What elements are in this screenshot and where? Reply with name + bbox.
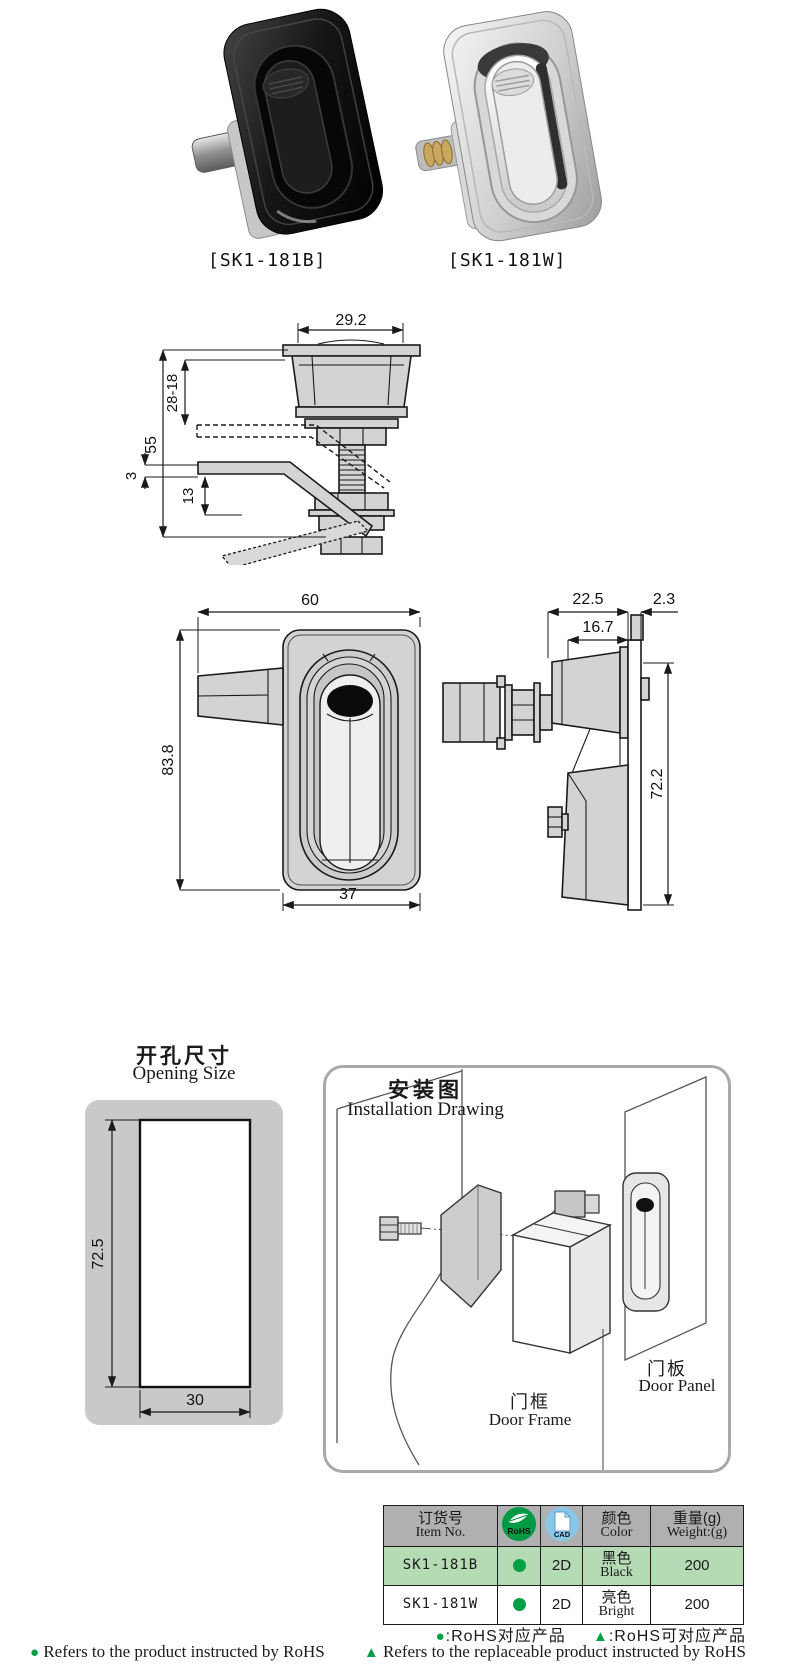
bright-latch-graphic <box>415 11 602 242</box>
dim-profile-height: 72.2 <box>649 768 666 799</box>
dim-body-width: 37 <box>339 886 357 903</box>
opening-size-title-en: Opening Size <box>132 1063 236 1084</box>
rohs-dot-icon: ● <box>30 1644 40 1661</box>
opening-size-title-zh: 开孔尺寸 <box>136 1045 232 1068</box>
item-number: SK1-181W <box>383 1584 498 1625</box>
legend-tri-en-wrap: ▲ Refers to the replaceable product inst… <box>364 1642 746 1662</box>
door-panel-label-zh: 门板 <box>647 1359 687 1379</box>
dim-inner-depth: 16.7 <box>582 619 613 636</box>
cam-plate-graphic <box>440 1184 502 1309</box>
legend-tri-zh: :RoHS可对应产品 <box>608 1628 746 1645</box>
drawing-side-assembly: 29.2 55 28-18 3 13 <box>123 312 421 565</box>
cad-availability: 2D <box>540 1545 583 1586</box>
legend-tri-en: Refers to the replaceable product instru… <box>382 1642 746 1661</box>
product-photo-bright-latch <box>415 11 602 242</box>
opening-size-drawing: 72.5 30 <box>90 1118 252 1418</box>
rohs-triangle-icon: ▲ <box>363 1644 379 1661</box>
rohs-dot-icon <box>512 1559 526 1573</box>
weight-value: 200 <box>650 1545 744 1586</box>
table-row-sk1-181b: SK1-181B 2D 黑色 Black 200 <box>383 1545 744 1586</box>
dim-front-width: 60 <box>301 592 319 609</box>
dim-front-height: 83.8 <box>160 744 177 775</box>
legend-dot-zh: :RoHS对应产品 <box>445 1628 566 1645</box>
drawing-front-view: 60 83.8 37 <box>160 592 421 911</box>
dim-door-thickness: 2.3 <box>653 591 675 608</box>
item-number: SK1-181B <box>383 1545 498 1586</box>
legend-en-line: ● Refers to the product instructed by Ro… <box>30 1642 746 1662</box>
rohs-badge-icon: RoHS <box>502 1507 536 1541</box>
door-frame-label-en: Door Frame <box>488 1410 572 1429</box>
rohs-dot-icon: ● <box>435 1628 446 1645</box>
header-color-zh: 颜色 <box>601 1509 632 1527</box>
dim-opening-width: 30 <box>186 1392 204 1409</box>
rohs-dot-icon <box>512 1598 526 1612</box>
svg-text:CAD: CAD <box>553 1530 570 1539</box>
door-panel-label-en: Door Panel <box>638 1376 716 1395</box>
spec-table-header-row: 订货号 Item No. RoHS CAD 颜色 Color 重量(g) <box>383 1505 744 1547</box>
product-label-bright: [SK1-181W] <box>448 250 567 271</box>
hook-dashed-position <box>196 424 391 489</box>
color-en: Black <box>600 1565 633 1581</box>
dim-head-width: 29.2 <box>335 312 366 329</box>
weight-value: 200 <box>650 1584 744 1625</box>
product-label-black: [SK1-181B] <box>208 250 327 271</box>
legend-zh-line: ●:RoHS对应产品 ▲:RoHS可对应产品 <box>436 1622 746 1646</box>
svg-text:RoHS: RoHS <box>507 1526 530 1536</box>
installation-drawing <box>336 1069 707 1470</box>
cad-availability: 2D <box>540 1584 583 1625</box>
color-zh: 亮色 <box>601 1588 632 1606</box>
dim-hook-offset: 13 <box>180 488 197 505</box>
black-latch-graphic <box>191 8 384 239</box>
dim-panel-thickness: 3 <box>123 472 140 480</box>
legend-dot-en: Refers to the product instructed by RoHS <box>43 1642 325 1661</box>
spec-table: 订货号 Item No. RoHS CAD 颜色 Color 重量(g) <box>383 1505 744 1625</box>
header-color-en: Color <box>600 1525 633 1541</box>
header-item-en: Item No. <box>415 1525 466 1541</box>
dim-grip-range: 28-18 <box>164 374 181 412</box>
hook-solid <box>197 461 374 538</box>
door-frame-channel <box>511 1212 612 1355</box>
header-item-zh: 订货号 <box>417 1509 463 1527</box>
door-frame-label-zh: 门框 <box>510 1392 550 1412</box>
color-zh: 黑色 <box>601 1549 632 1567</box>
drawing-profile-view: 22.5 2.3 16.7 72.2 <box>442 591 678 911</box>
installation-title-zh: 安装图 <box>388 1079 463 1102</box>
dim-total-height: 55 <box>143 436 160 454</box>
table-row-sk1-181w: SK1-181W 2D 亮色 Bright 200 <box>383 1584 744 1625</box>
dim-depth: 22.5 <box>572 591 603 608</box>
header-weight-en: Weight:(g) <box>666 1525 728 1541</box>
color-en: Bright <box>598 1604 635 1620</box>
cad-badge-icon: CAD <box>544 1507 579 1541</box>
opening-cutout-rect <box>138 1118 252 1389</box>
legend-dot-en-wrap: ● Refers to the product instructed by Ro… <box>30 1642 325 1662</box>
header-weight-zh: 重量(g) <box>672 1509 722 1527</box>
rohs-triangle-icon: ▲ <box>593 1628 609 1645</box>
door-panel-graphic <box>622 1076 707 1362</box>
bolt-graphic <box>379 1216 422 1241</box>
installation-title-en: Installation Drawing <box>347 1099 504 1120</box>
product-photo-black-latch <box>191 8 384 239</box>
dim-opening-height: 72.5 <box>90 1238 107 1269</box>
